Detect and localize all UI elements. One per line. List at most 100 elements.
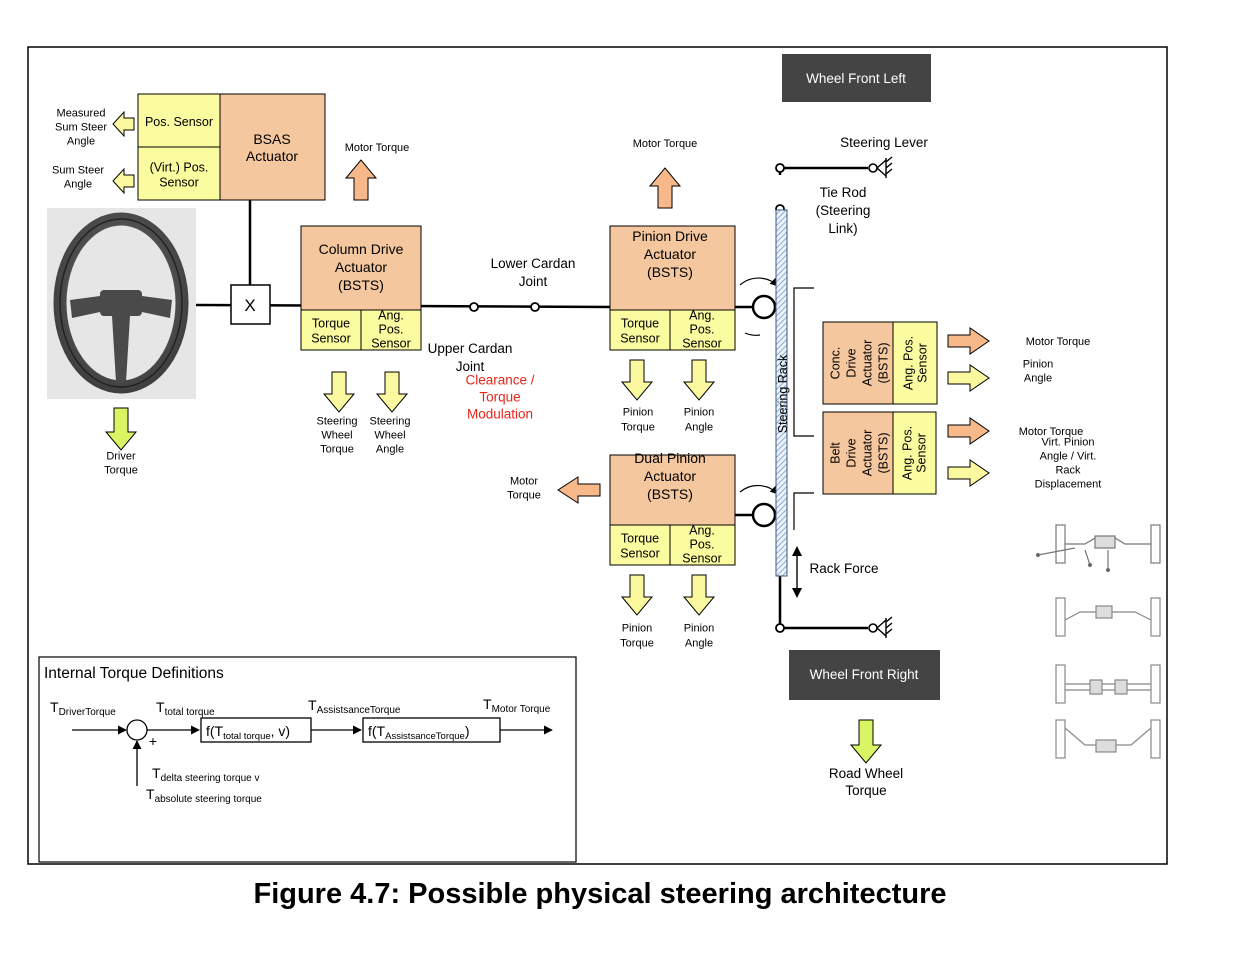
pinion-drive-actuator-box [609, 225, 736, 311]
dual-rotation-arc-icon [739, 484, 779, 495]
function-block-2 [362, 717, 501, 743]
dual-torque-sensor-box [609, 524, 671, 566]
conc-motor-torque-label: Motor Torque [1026, 336, 1091, 348]
wheel-front-right-box [789, 650, 940, 700]
belt-virt-pinion-arrow [947, 459, 990, 487]
driver-torque-arrow [104, 407, 138, 451]
torque-definitions-box [38, 656, 577, 863]
dual-motor-torque-arrow [557, 476, 601, 504]
pinion-rotation-arc-lower-icon [744, 332, 761, 336]
axle-thumbnail-3-image [1055, 664, 1161, 704]
lower-cardan-joint [530, 302, 540, 312]
function-block-1 [200, 717, 312, 743]
upper-rack-bracket [793, 287, 814, 437]
steering-wheel-torque-arrow [322, 371, 356, 413]
belt-motor-torque-label: Motor Torque [1019, 426, 1084, 438]
axle-thumbnail-2-image [1055, 597, 1161, 637]
pinion-motor-torque-label: Motor Torque [633, 138, 698, 150]
dual-pinion-torque-arrow [620, 574, 654, 616]
pos-sensor-box [137, 93, 221, 148]
pinion-rotation-arc-icon [739, 277, 779, 287]
belt-ang-sensor-box [892, 411, 937, 495]
conc-ang-sensor-label: Ang. Pos.Sensor [902, 336, 930, 390]
column-ang-sensor-label: Ang.Pos.Sensor [371, 309, 411, 351]
lower-linkage-joint [775, 623, 785, 633]
belt-drive-actuator-box [822, 411, 894, 495]
junction-x-label: X [244, 296, 255, 315]
dual-pinion-angle-arrow [682, 574, 716, 616]
pinion-ang-sensor-box [669, 309, 736, 351]
measured-sum-steer-arrow [112, 110, 135, 138]
wheel-front-right-label: Wheel Front Right [810, 667, 919, 682]
function-block-2-label: f(TAssistsanceTorque) [368, 723, 470, 742]
belt-ang-sensor-label: Ang. Pos.Sensor [901, 426, 929, 480]
steering-lever-label: Steering Lever [840, 135, 928, 150]
t-delta-steering-label: Tdelta steering torque v [152, 765, 260, 784]
wheel-front-left-box [782, 54, 931, 102]
column-motor-torque-label: Motor Torque [345, 142, 410, 154]
virt-pos-sensor-box [137, 146, 221, 201]
t-assistance-torque-label: TAssistsanceTorque [308, 697, 401, 716]
summing-plus-sign: + [149, 733, 157, 749]
conc-drive-actuator-box [822, 321, 894, 405]
lever-joint-bottom [868, 623, 878, 633]
dual-ang-sensor-box [669, 524, 736, 566]
pinion-gear-icon [751, 294, 777, 320]
column-drive-actuator-box [300, 225, 422, 311]
bsas-actuator-box [219, 93, 326, 201]
lever-joint-top [868, 163, 878, 173]
virt-pos-sensor-label: (Virt.) Pos.Sensor [150, 160, 209, 189]
t-absolute-steering-label: Tabsolute steering torque [146, 786, 262, 805]
steering-rack-bar [775, 209, 788, 577]
dual-ang-sensor-label: Ang.Pos.Sensor [682, 524, 722, 566]
function-block-1-label: f(Ttotal torque, v) [206, 723, 290, 742]
t-motor-torque-label: TMotor Torque [483, 696, 551, 715]
conc-motor-torque-arrow [947, 327, 990, 355]
torque-definitions-title: Internal Torque Definitions [44, 665, 224, 682]
dual-pinion-actuator-box [609, 454, 736, 526]
junction-x-box [230, 284, 271, 325]
wheel-front-left-label: Wheel Front Left [806, 71, 906, 86]
upper-linkage-joint [775, 163, 785, 173]
dual-pinion-gear-icon [751, 502, 777, 528]
axle-thumbnail-1-image [1035, 524, 1161, 573]
summing-junction [126, 719, 148, 741]
lower-rack-bracket [793, 492, 814, 530]
t-total-torque-label: Ttotal torque [156, 699, 215, 718]
rack-force-label: Rack Force [809, 561, 878, 576]
column-ang-sensor-box [360, 309, 422, 351]
belt-motor-torque-arrow [947, 417, 990, 445]
pinion-angle-arrow [682, 359, 716, 401]
conc-ang-sensor-box [892, 321, 938, 405]
rack-force-arrowhead-up-icon [792, 546, 802, 556]
steering-rack-label: Steering Rack [776, 354, 790, 433]
axle-thumbnail-4-image [1055, 719, 1161, 759]
rack-force-arrowhead-down-icon [792, 588, 802, 598]
sum-steer-arrow [112, 167, 135, 195]
pinion-ang-sensor-label: Ang.Pos.Sensor [682, 309, 722, 351]
ground-symbol-bottom-icon [876, 616, 893, 638]
column-motor-torque-arrow [344, 159, 378, 201]
